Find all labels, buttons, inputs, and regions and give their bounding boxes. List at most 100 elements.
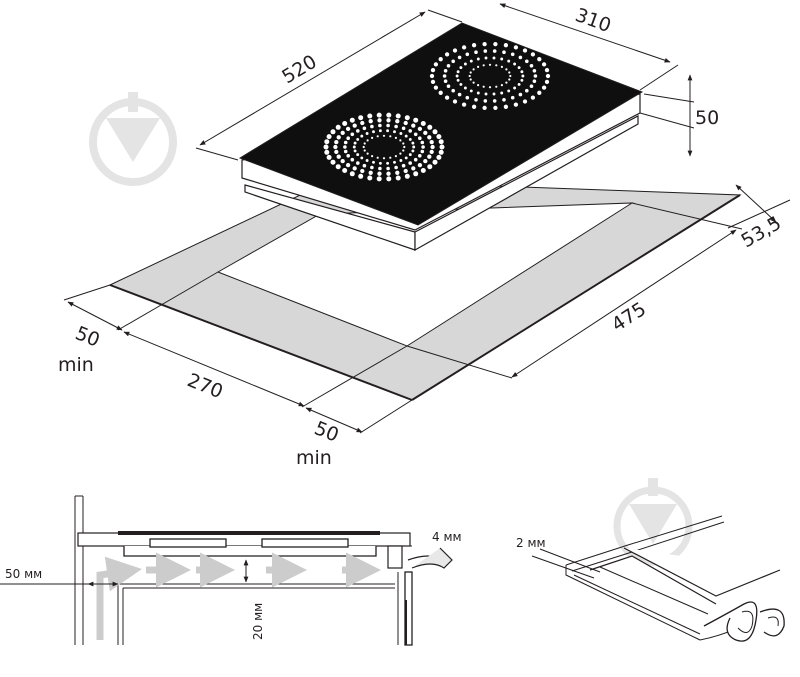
burner-dot [452,99,458,104]
burner-dot [430,144,435,150]
burner-dot [324,139,330,145]
burner-dot [522,48,528,53]
dim-hob-height: 50 [695,107,719,129]
burner-dot [394,155,397,158]
burner-dot [474,98,478,102]
burner-dot [360,168,365,174]
burner-dot [412,145,416,149]
burner-dot [423,158,428,164]
burner-dot [471,104,477,109]
burner-dot [403,145,406,149]
dim-cutout-depth: 475 [608,298,650,336]
burner-dot [420,121,426,126]
burner-dot [476,91,480,95]
dim-hob-width: 310 [572,4,614,37]
burner-dot [541,62,547,67]
burner-dot [529,84,534,88]
burner-dot [545,73,551,79]
dim-cutout-offset: 53,5 [738,212,786,252]
burner-dot [532,69,537,73]
burner-dot [386,171,391,176]
burner-dot [433,85,439,90]
burner-dot [356,161,360,165]
burner-dot [413,171,419,177]
burner-dot [493,105,498,111]
burner-dot [522,99,528,104]
burner-dot [349,117,355,123]
burner-dot [399,139,402,142]
burner-dot [336,154,341,159]
burner-dot [377,118,382,123]
burner-dot [362,163,367,168]
burner-dot [408,137,412,141]
burner-dot [510,52,515,57]
burner-dot [438,149,444,155]
burner-dot [468,74,471,78]
burner-dot [389,156,392,159]
burner-dot [446,84,451,88]
burner-dot [401,163,406,168]
burner-dot [376,156,379,159]
burner-dot [420,149,425,154]
burner-dot [358,115,364,121]
burner-dot [484,56,488,60]
burner-dot [386,166,390,171]
burner-dot [334,149,339,155]
burner-dot [360,120,365,126]
burner-dot [505,68,508,71]
burner-dot [427,135,432,140]
burner-dot [513,62,517,66]
dim-cutout-width: 270 [184,369,226,403]
burner-dot [386,176,392,182]
burner-dot [371,155,374,158]
burner-dot [472,81,475,84]
burner-dot [505,81,508,84]
burner-dot [366,152,369,155]
burner-dot [340,158,345,164]
burner-dot [372,160,375,164]
burner-dot [463,62,467,66]
burner-dot [399,152,402,155]
burner-dot [353,149,357,153]
burner-dot [386,161,390,165]
burner-dot [378,123,382,128]
burner-dot [352,123,357,128]
burner-dot [413,117,419,123]
burner-dot [386,129,390,133]
burner-dot [530,95,536,100]
clearance-under-label: 20 мм [251,603,265,640]
burner-dot [443,69,448,73]
dim-clearance-left-unit: min [58,354,94,376]
burner-dot [403,120,408,126]
burner-dot [517,66,521,70]
burner-dot [513,102,519,107]
burner-dot [395,175,401,181]
burner-dot [335,164,341,170]
burner-dot [438,57,443,62]
burner-dot [520,70,524,74]
burner-dot [483,99,488,103]
burner-dot [442,74,447,78]
burner-dot [358,173,364,179]
burner-dot [433,62,439,67]
burner-dot [418,154,422,158]
burner-dot [346,136,351,140]
burner-dot [503,43,509,48]
burner-dot [472,68,475,71]
burner-dot [326,154,332,160]
burner-dot [429,139,434,145]
burner-dot [456,70,460,74]
burner-dot [345,126,351,132]
burner-dot [360,134,364,138]
burner-dot [455,74,459,78]
burner-dot [372,130,375,134]
burner-dot [438,139,444,145]
burner-dot [343,149,348,154]
burner-dot [395,170,400,175]
burner-dot [395,113,401,119]
clearance-back-label: 50 мм [5,567,42,581]
burner-dot [530,52,536,57]
dim-clearance-left: 50 [72,322,103,351]
burner-dot [525,59,529,64]
